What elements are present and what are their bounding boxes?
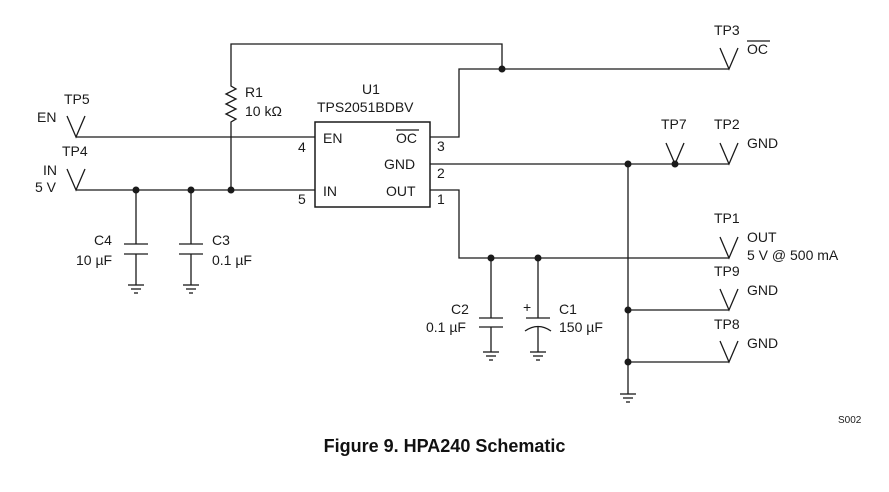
- capacitor-c1-value: 150 µF: [559, 319, 603, 335]
- ground-icon: [128, 284, 144, 294]
- tp1-sublabel: 5 V @ 500 mA: [747, 247, 839, 263]
- tp2-ref: TP2: [714, 116, 740, 132]
- test-point-icon: [719, 340, 739, 364]
- test-point-tp9: TP9 GND: [714, 263, 778, 312]
- junction-dot: [187, 186, 195, 194]
- tp5-ref: TP5: [64, 91, 90, 107]
- figure-caption: Figure 9. HPA240 Schematic: [323, 436, 566, 456]
- junction-dot: [624, 160, 632, 168]
- capacitor-curved-plate-icon: [524, 325, 552, 332]
- ground-icon: [530, 351, 546, 361]
- test-point-tp1: TP1 OUT 5 V @ 500 mA: [714, 210, 839, 263]
- ic-ref: U1: [362, 81, 380, 97]
- tp3-label: OC: [747, 41, 768, 57]
- wires: [76, 43, 729, 394]
- ic-pin-oc-label: OC: [396, 130, 417, 146]
- ic-pin-gnd-label: GND: [384, 156, 415, 172]
- ground-icon: [183, 284, 199, 294]
- test-point-tp3: TP3 OC: [714, 22, 770, 71]
- capacitor-c1-ref: C1: [559, 301, 577, 317]
- ic-pin-out-number: 1: [437, 191, 445, 207]
- wire-oc-net: [430, 68, 729, 138]
- test-point-icon: [719, 236, 739, 260]
- drawing-id: S002: [838, 415, 862, 426]
- tp9-label: GND: [747, 282, 778, 298]
- wire-r1-to-oc-net: [230, 43, 503, 82]
- capacitor-c4: C4 10 µF: [76, 232, 148, 268]
- tp8-label: GND: [747, 335, 778, 351]
- junction-dot: [534, 254, 542, 262]
- tp1-ref: TP1: [714, 210, 740, 226]
- tp4-label: IN: [43, 162, 57, 178]
- junction-dot: [624, 306, 632, 314]
- test-point-tp2: TP2 GND: [714, 116, 778, 166]
- ground-symbols: [128, 284, 636, 403]
- junction-dot: [227, 186, 235, 194]
- capacitor-c3-value: 0.1 µF: [212, 252, 252, 268]
- resistor-zigzag-icon: [224, 82, 238, 126]
- tp8-ref: TP8: [714, 316, 740, 332]
- ic-pin-oc-number: 3: [437, 138, 445, 154]
- capacitor-c3: C3 0.1 µF: [179, 232, 252, 268]
- ic-pin-in-label: IN: [323, 183, 337, 199]
- test-point-tp7: TP7: [661, 116, 687, 166]
- ic-part-number: TPS2051BDBV: [317, 99, 414, 115]
- wire-out-net: [430, 189, 729, 259]
- ic-pin-gnd-number: 2: [437, 165, 445, 181]
- ic-pin-en-label: EN: [323, 130, 342, 146]
- test-point-tp8: TP8 GND: [714, 316, 778, 364]
- test-point-icon: [719, 142, 739, 166]
- resistor-r1: R1 10 kΩ: [224, 82, 282, 126]
- test-point-tp4: TP4 IN 5 V: [35, 143, 88, 195]
- resistor-r1-value: 10 kΩ: [245, 103, 282, 119]
- tp9-ref: TP9: [714, 263, 740, 279]
- capacitor-c1: + C1 150 µF: [523, 299, 603, 335]
- ic-u1: U1 TPS2051BDBV EN 4 IN 5 OC 3 GND 2 OUT …: [298, 81, 445, 208]
- ic-pin-in-number: 5: [298, 191, 306, 207]
- capacitor-c2: C2 0.1 µF: [426, 301, 503, 335]
- junction-dot: [498, 65, 506, 73]
- junction-dot: [132, 186, 140, 194]
- ic-body: [314, 121, 431, 208]
- test-point-tp5: TP5 EN: [37, 91, 90, 139]
- tp3-ref: TP3: [714, 22, 740, 38]
- ground-icon: [483, 351, 499, 361]
- test-point-icon: [719, 47, 739, 71]
- test-point-icon: [665, 142, 685, 166]
- tp1-label: OUT: [747, 229, 777, 245]
- capacitor-c4-ref: C4: [94, 232, 112, 248]
- ic-pin-en-number: 4: [298, 139, 306, 155]
- test-point-icon: [719, 288, 739, 312]
- ic-pin-out-label: OUT: [386, 183, 416, 199]
- resistor-r1-ref: R1: [245, 84, 263, 100]
- tp7-ref: TP7: [661, 116, 687, 132]
- capacitor-c4-value: 10 µF: [76, 252, 112, 268]
- junction-dot: [624, 358, 632, 366]
- tp5-label: EN: [37, 109, 56, 125]
- ground-icon: [620, 393, 636, 403]
- tp4-sublabel: 5 V: [35, 179, 57, 195]
- tp4-ref: TP4: [62, 143, 88, 159]
- test-point-icon: [66, 168, 86, 192]
- tp2-label: GND: [747, 135, 778, 151]
- test-point-icon: [66, 115, 86, 139]
- capacitor-c2-ref: C2: [451, 301, 469, 317]
- junction-dot: [487, 254, 495, 262]
- capacitor-c3-ref: C3: [212, 232, 230, 248]
- capacitor-c1-polarity: +: [523, 299, 531, 315]
- capacitor-c2-value: 0.1 µF: [426, 319, 466, 335]
